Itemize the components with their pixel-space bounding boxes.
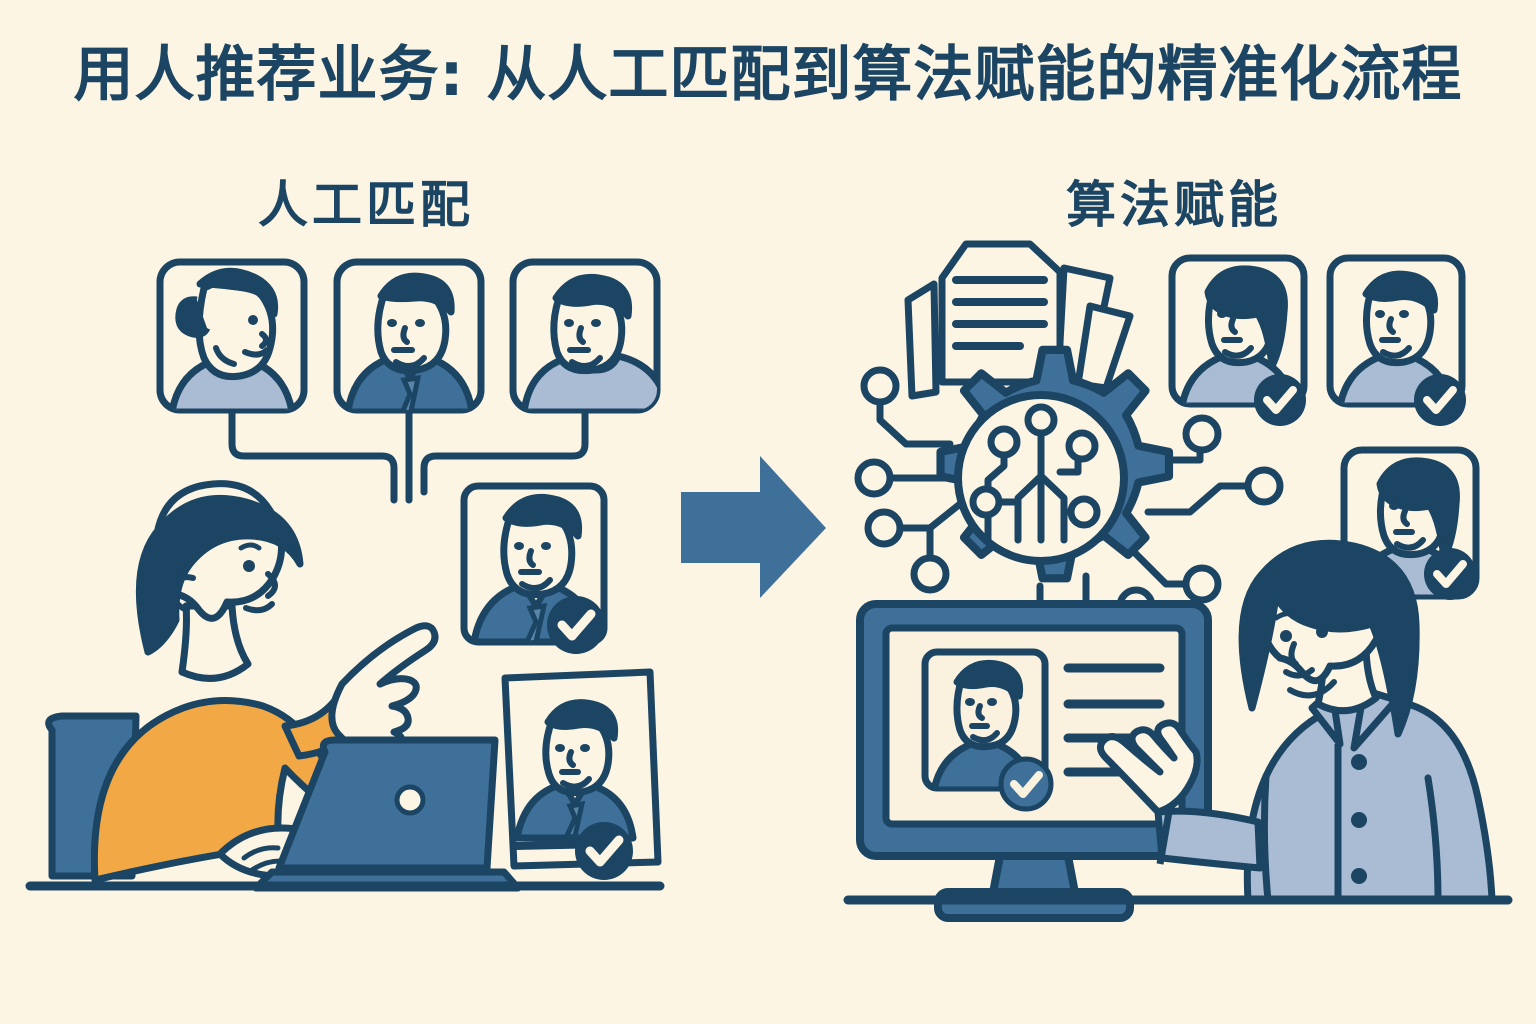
documents-stack (904, 240, 1134, 400)
section-header-algorithm-empowerment: 算法赋能 (1066, 176, 1282, 234)
page-title: 用人推荐业务: 从人工匹配到算法赋能的精准化流程 (73, 40, 1463, 110)
recruiter-person (90, 480, 439, 884)
check-badge-icon (1424, 548, 1476, 600)
candidate-card-3[interactable] (509, 258, 668, 414)
check-badge-icon (1414, 374, 1466, 426)
connector-tree (228, 408, 589, 504)
ai-candidate-card-2[interactable] (1326, 254, 1466, 426)
check-badge-icon (547, 596, 605, 654)
check-badge-icon (575, 822, 633, 880)
transition-arrow-icon (681, 456, 826, 598)
candidate-card-2[interactable] (333, 258, 485, 418)
resume-card-tilted[interactable] (501, 668, 662, 880)
avatar-man-suit (344, 272, 476, 410)
monitor-profile-card (921, 648, 1054, 812)
check-badge-icon (998, 756, 1054, 812)
selected-candidate-card[interactable] (460, 482, 608, 654)
section-header-manual-matching: 人工匹配 (258, 176, 474, 234)
monitor[interactable] (856, 600, 1212, 922)
check-badge-icon (1254, 374, 1306, 426)
avatar-man-tee (520, 273, 657, 410)
analyst-person (1097, 539, 1496, 904)
candidate-card-1[interactable] (156, 258, 308, 414)
avatar-woman-bun (168, 267, 296, 410)
ai-gear-icon (936, 345, 1174, 583)
ai-candidate-card-1[interactable] (1168, 254, 1308, 426)
